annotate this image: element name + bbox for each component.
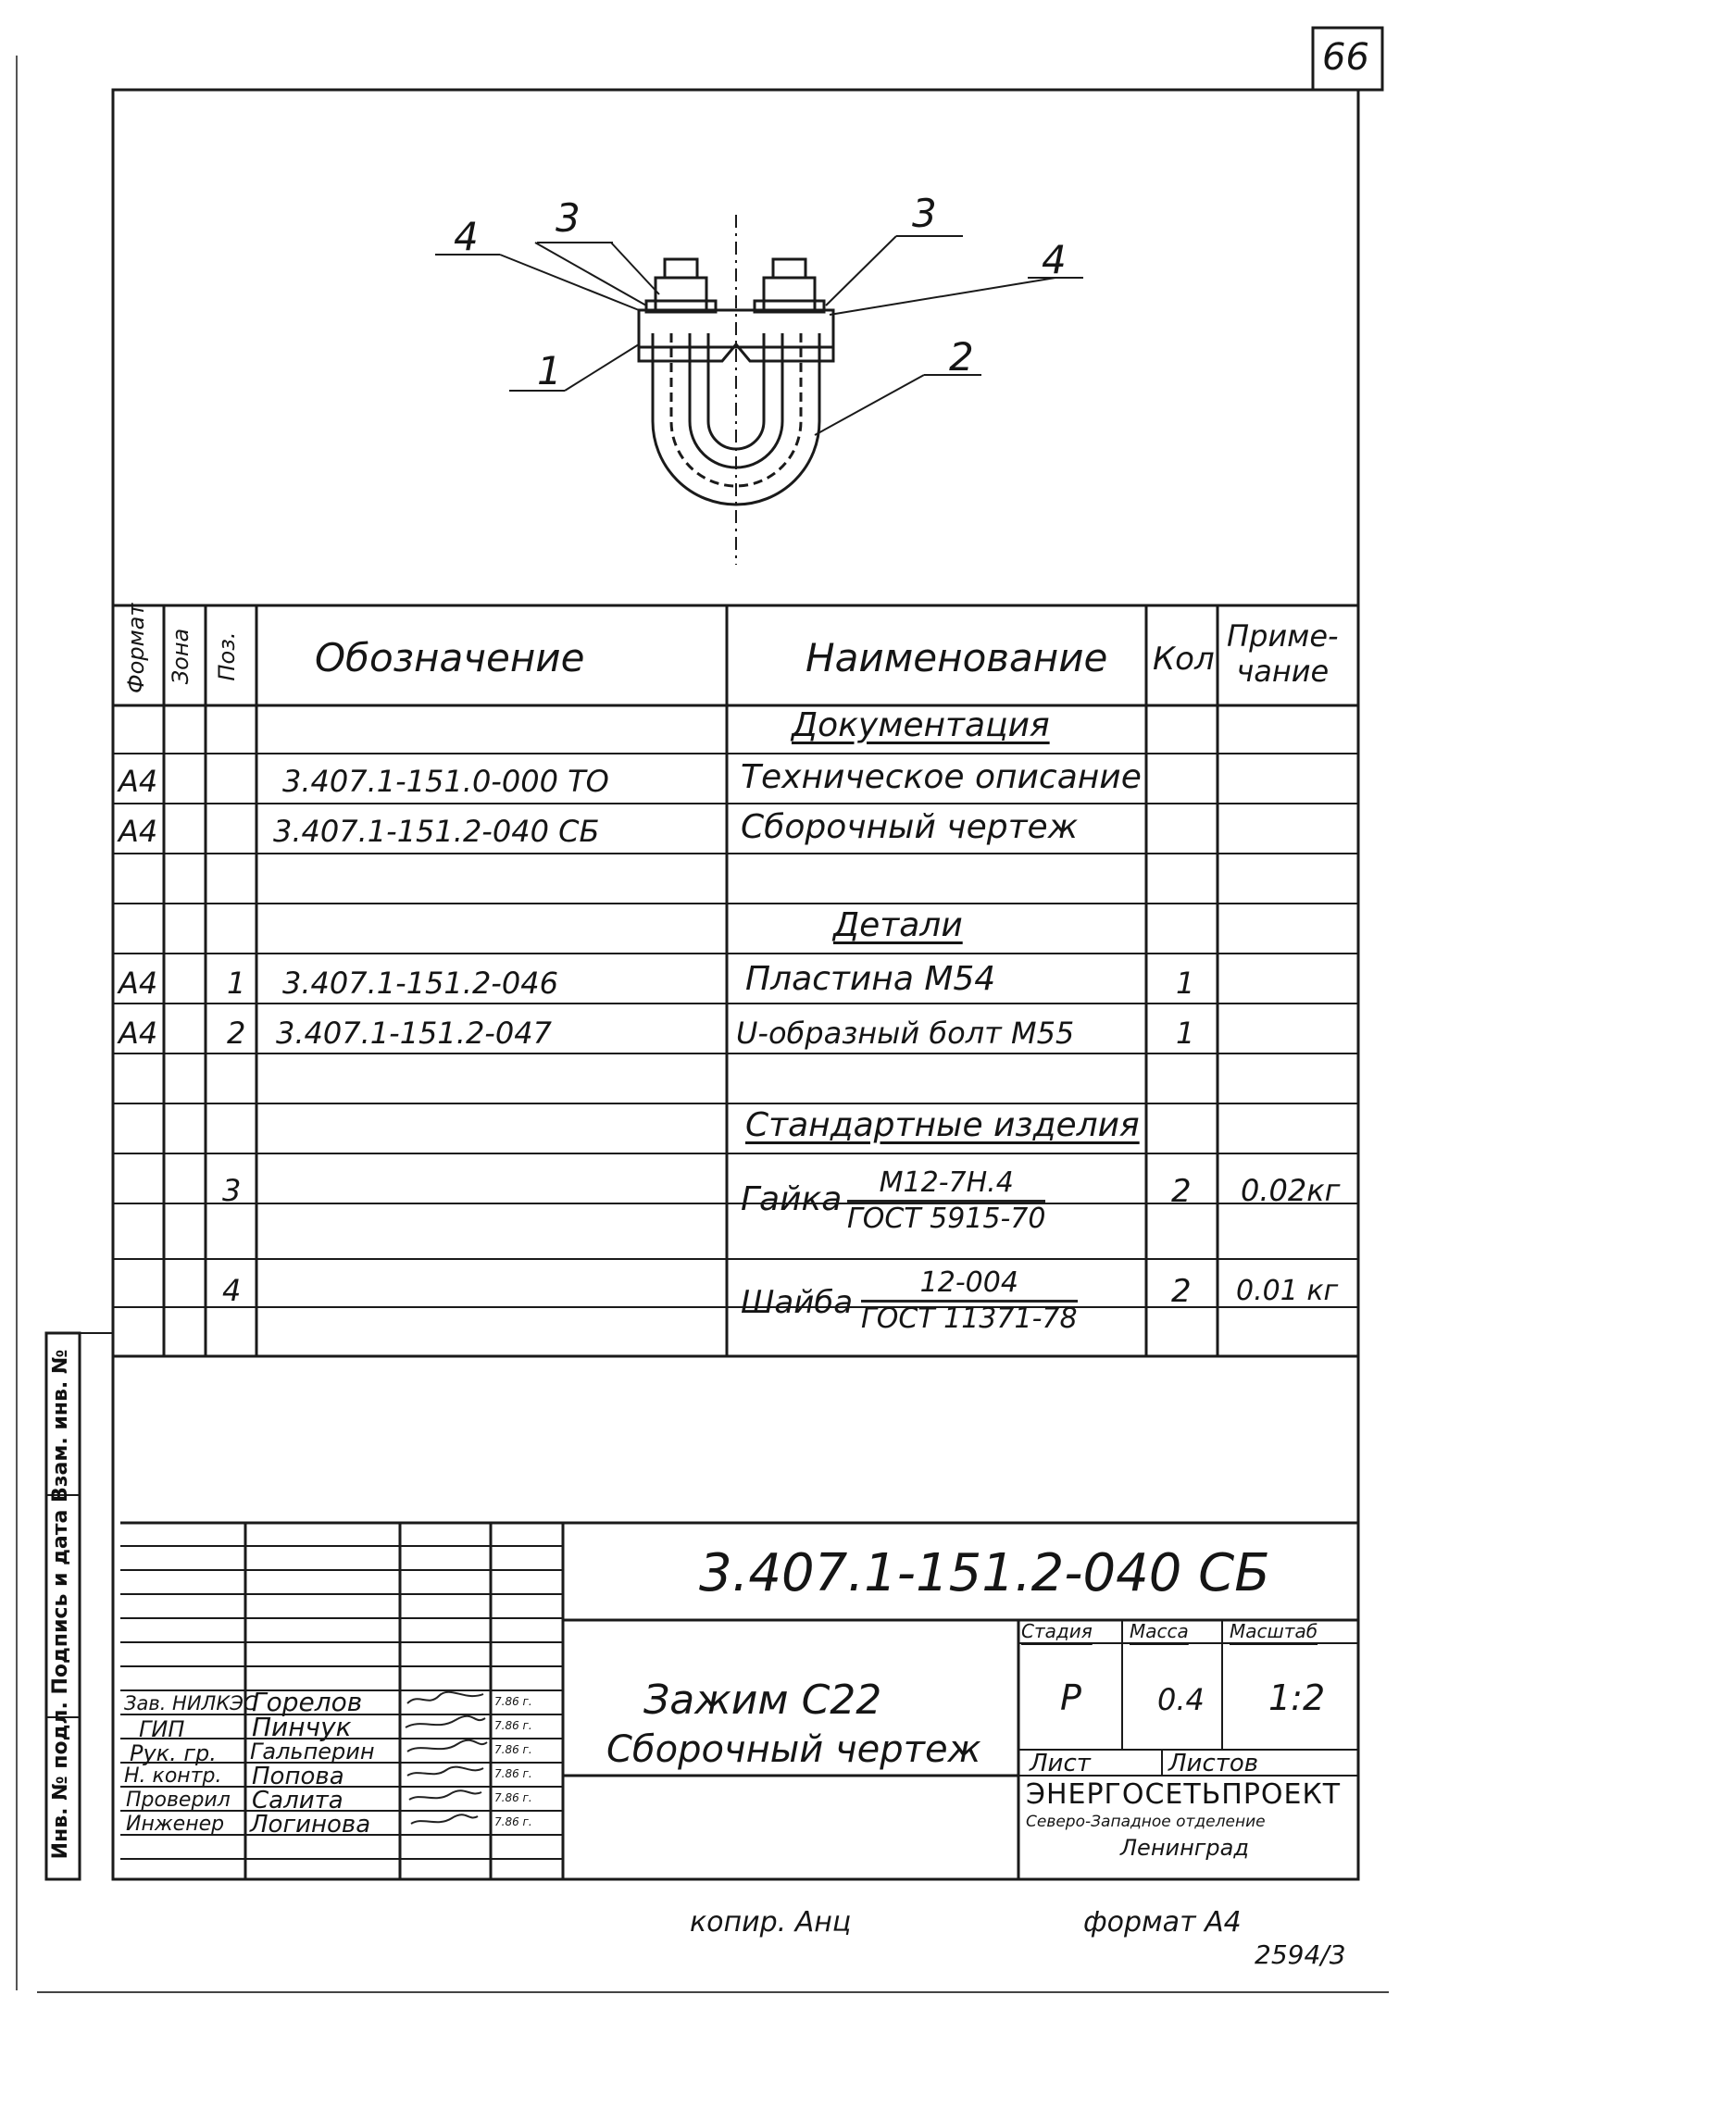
row6-spec-bottom: ГОСТ 11371-78 xyxy=(861,1302,1078,1335)
signer-date: 7.86 г. xyxy=(494,1719,532,1732)
header-zone: Зона xyxy=(168,628,194,685)
row3-name: Пластина М54 xyxy=(745,960,996,998)
org-line1: ЭНЕРГОСЕТЬПРОЕКТ xyxy=(1026,1778,1342,1811)
signer-date: 7.86 г. xyxy=(494,1815,532,1828)
side-stamp: Инв. № подл. Подпись и дата Взам. инв. № xyxy=(49,1349,72,1860)
row6-spec: 12-004 ГОСТ 11371-78 xyxy=(861,1268,1078,1333)
mass-label: Масса xyxy=(1130,1620,1189,1642)
callout-4-right: 4 xyxy=(1042,237,1067,282)
row5-pos: 3 xyxy=(222,1173,242,1208)
section-standard: Стандартные изделия xyxy=(745,1106,1140,1144)
row3-designation: 3.407.1-151.2-046 xyxy=(282,966,558,1001)
stage-label: Стадия xyxy=(1021,1620,1093,1642)
header-name: Наименование xyxy=(806,635,1108,680)
row5-spec-top: М12-7Н.4 xyxy=(847,1168,1046,1203)
signer-name: Гальперин xyxy=(250,1739,375,1764)
signer-role: Инженер xyxy=(126,1813,225,1836)
header-note: Приме- чание xyxy=(1227,618,1339,690)
sheets-label: Листов xyxy=(1168,1750,1259,1777)
signer-name: Логинова xyxy=(250,1811,371,1839)
row4-format: А4 xyxy=(119,1016,158,1051)
signer-role: Зав. НИЛКЭС xyxy=(124,1692,257,1714)
row1-format: А4 xyxy=(119,764,158,799)
stage-value: Р xyxy=(1060,1677,1081,1718)
row6-pos: 4 xyxy=(222,1273,242,1308)
footer-copied: копир. Анц xyxy=(690,1906,852,1939)
row5-qty: 2 xyxy=(1171,1173,1192,1210)
section-details: Детали xyxy=(833,906,963,944)
signer-name: Горелов xyxy=(252,1687,363,1717)
row1-designation: 3.407.1-151.0-000 ТО xyxy=(282,764,609,799)
row4-qty: 1 xyxy=(1176,1016,1195,1051)
signature-marks xyxy=(405,1690,488,1825)
row3-qty: 1 xyxy=(1176,966,1195,1001)
signer-name: Пинчук xyxy=(252,1712,352,1742)
scale-value: 1:2 xyxy=(1268,1677,1326,1718)
org-line3: Ленинград xyxy=(1120,1835,1249,1861)
callout-3-left: 3 xyxy=(556,195,581,241)
sheet-label: Лист xyxy=(1030,1750,1091,1777)
row2-designation: 3.407.1-151.2-040 СБ xyxy=(273,814,600,849)
row6-note: 0.01 кг xyxy=(1236,1275,1339,1307)
callout-4-left: 4 xyxy=(454,214,479,259)
callout-2: 2 xyxy=(949,334,974,380)
row6-qty: 2 xyxy=(1171,1273,1192,1310)
signer-date: 7.86 г. xyxy=(494,1695,532,1708)
title-line1: Зажим С22 xyxy=(643,1677,882,1724)
row4-name: U-образный болт М55 xyxy=(736,1016,1075,1051)
row4-pos: 2 xyxy=(227,1016,246,1051)
row6-spec-top: 12-004 xyxy=(861,1268,1078,1303)
sheet-number: 66 xyxy=(1322,36,1369,79)
signer-role: Проверил xyxy=(126,1789,231,1812)
callout-3-right: 3 xyxy=(912,191,937,236)
header-format: Формат xyxy=(123,603,149,693)
row5-note: 0.02кг xyxy=(1241,1173,1341,1208)
signer-date: 7.86 г. xyxy=(494,1767,532,1780)
header-pos: Поз. xyxy=(214,631,240,681)
mass-value: 0.4 xyxy=(1157,1682,1205,1717)
row1-name: Техническое описание xyxy=(741,758,1142,796)
clamp-assembly-drawing xyxy=(435,215,1083,565)
row2-name: Сборочный чертеж xyxy=(741,808,1079,846)
signer-role: Н. контр. xyxy=(124,1764,222,1788)
signer-name: Попова xyxy=(252,1763,344,1790)
signer-role: Рук. гр. xyxy=(130,1740,217,1766)
header-designation: Обозначение xyxy=(315,635,585,680)
section-documentation: Документация xyxy=(792,706,1050,744)
footer-format: формат А4 xyxy=(1083,1906,1242,1939)
signer-date: 7.86 г. xyxy=(494,1791,532,1804)
signer-role: ГИП xyxy=(139,1716,185,1742)
row2-format: А4 xyxy=(119,814,158,849)
signer-date: 7.86 г. xyxy=(494,1743,532,1756)
row3-format: А4 xyxy=(119,966,158,1001)
row3-pos: 1 xyxy=(227,966,246,1001)
footer-archive: 2594/3 xyxy=(1255,1939,1346,1970)
doc-code: 3.407.1-151.2-040 СБ xyxy=(699,1543,1270,1603)
row4-designation: 3.407.1-151.2-047 xyxy=(276,1016,552,1051)
row5-spec: М12-7Н.4 ГОСТ 5915-70 xyxy=(847,1168,1046,1235)
row6-name: Шайба xyxy=(741,1284,854,1321)
title-line2: Сборочный чертеж xyxy=(606,1728,981,1771)
org-line2: Северо-Западное отделение xyxy=(1026,1813,1266,1831)
signer-name: Салита xyxy=(252,1787,343,1814)
row5-name: Гайка xyxy=(741,1180,843,1218)
callout-1: 1 xyxy=(537,348,562,393)
header-qty: Кол xyxy=(1153,641,1215,678)
row5-spec-bottom: ГОСТ 5915-70 xyxy=(847,1202,1046,1235)
scale-label: Масштаб xyxy=(1230,1620,1318,1642)
